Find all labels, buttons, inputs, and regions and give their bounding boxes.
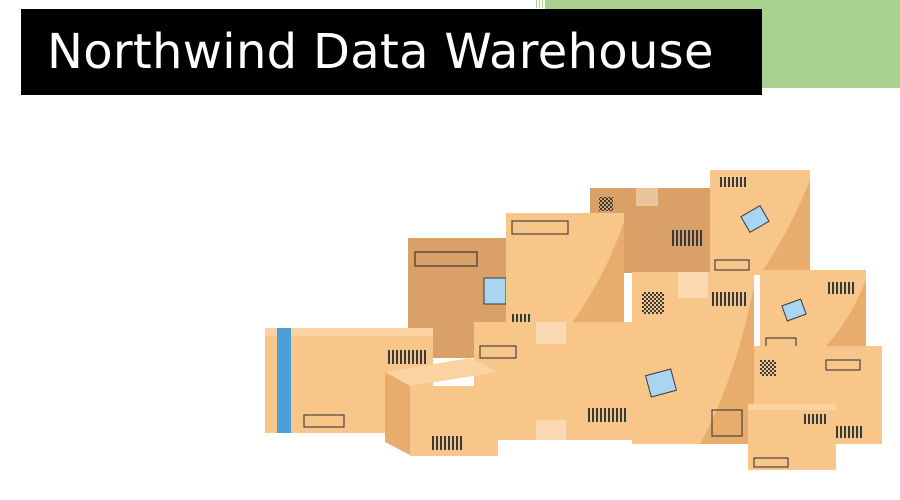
box-top-right	[710, 170, 810, 275]
title-bar: Northwind Data Warehouse	[21, 9, 762, 95]
box-center-right	[632, 272, 754, 444]
box-center-low	[474, 322, 632, 440]
box-right-middle	[760, 270, 866, 352]
box-front-small	[385, 358, 498, 456]
box-middle-tall	[506, 213, 624, 338]
accent-stripes	[536, 0, 545, 8]
box-front-right	[748, 404, 836, 470]
slide-title: Northwind Data Warehouse	[47, 24, 714, 80]
